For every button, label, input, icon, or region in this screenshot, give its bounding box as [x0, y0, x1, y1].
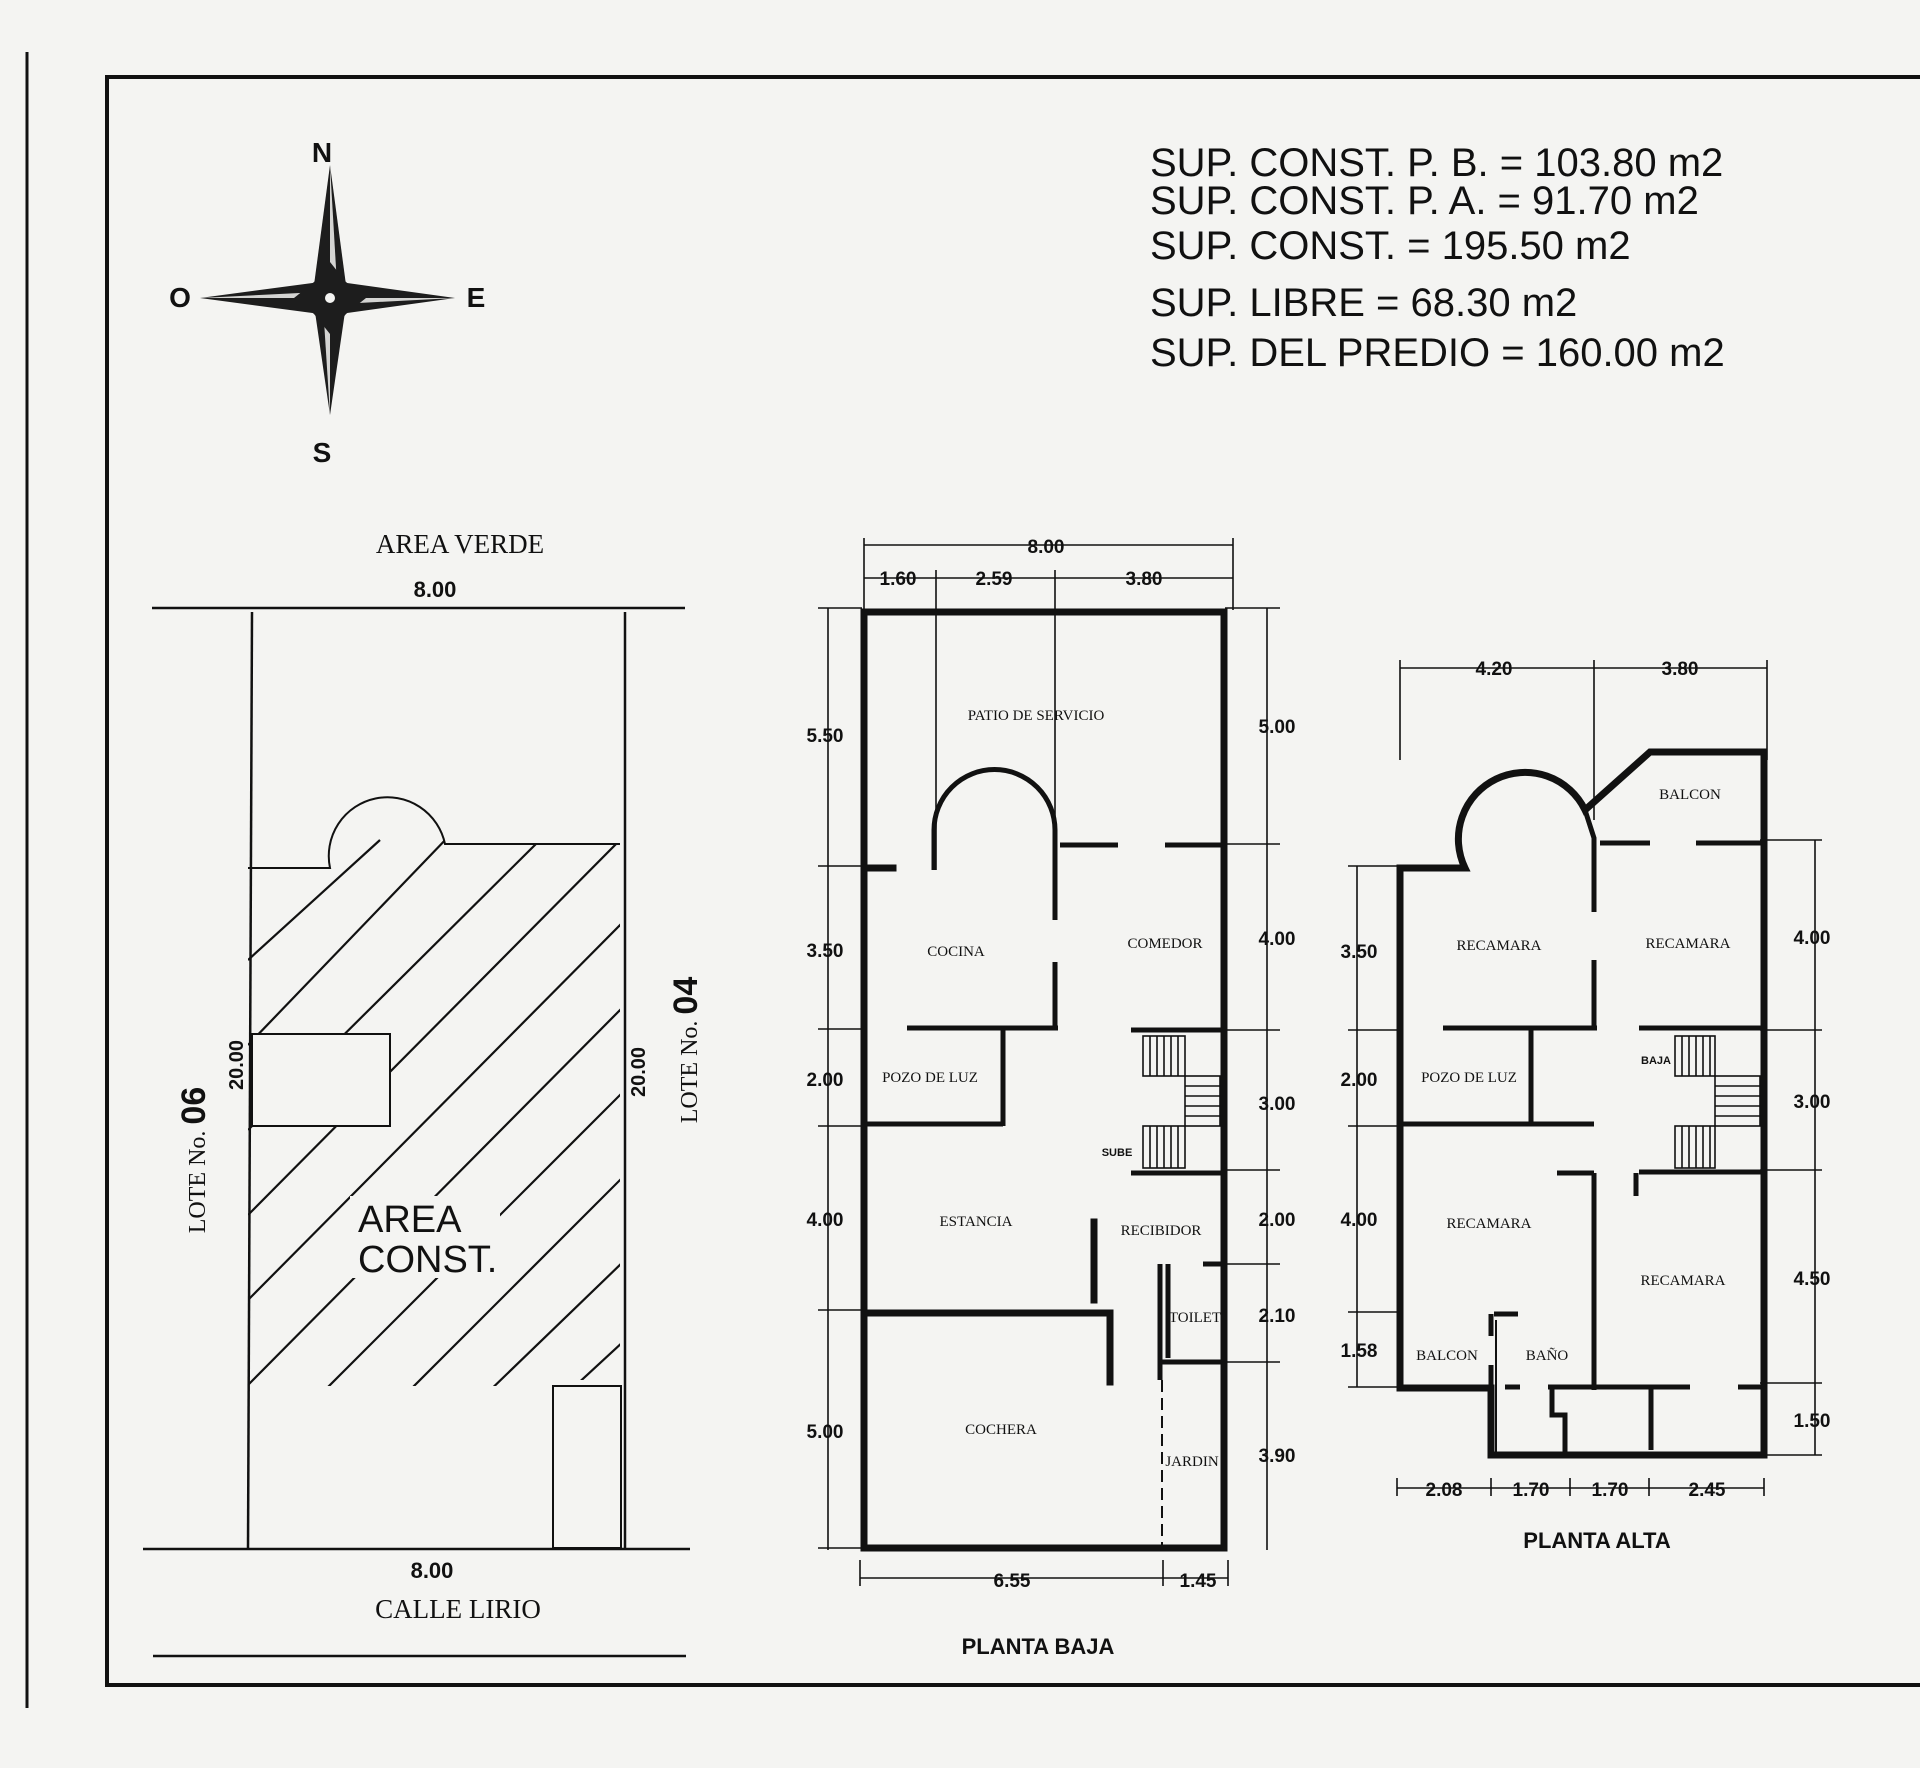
room-balcon-bottom: BALCON [1416, 1348, 1478, 1364]
room-comedor: COMEDOR [1127, 936, 1202, 952]
pa-dim-left-2: 2.00 [1341, 1070, 1378, 1091]
pb-dim-left-4: 4.00 [807, 1210, 844, 1231]
site-area-line1: AREA [358, 1199, 462, 1241]
stairs-lower [1142, 1035, 1221, 1169]
room-pozo-luz-pa: POZO DE LUZ [1421, 1070, 1517, 1086]
summary-line-total: SUP. CONST. = 195.50 m2 [1150, 224, 1631, 268]
pa-dim-bottom-c: 1.70 [1592, 1480, 1629, 1501]
room-toilet: TOILET [1169, 1310, 1221, 1326]
summary-line-pb: SUP. CONST. P. B. = 103.80 m2 [1150, 141, 1723, 185]
pb-dim-b: 2.59 [976, 569, 1013, 590]
compass-south: S [313, 437, 332, 468]
pb-dim-right-1: 5.00 [1259, 717, 1296, 738]
room-pozo-luz-pb: POZO DE LUZ [882, 1070, 978, 1086]
planta-alta-plan [1348, 660, 1822, 1496]
pa-dim-left-3: 4.00 [1341, 1210, 1378, 1231]
pb-dim-left-5: 5.00 [807, 1422, 844, 1443]
pa-dim-left-1: 3.50 [1341, 942, 1378, 963]
pa-dim-right-4: 1.50 [1794, 1411, 1831, 1432]
lot-left-label: LOTE No. 06 [175, 1087, 213, 1233]
site-bottom-label: CALLE LIRIO [375, 1594, 541, 1624]
stairs-upper [1674, 1035, 1761, 1169]
summary-line-libre: SUP. LIBRE = 68.30 m2 [1150, 281, 1577, 325]
pa-dim-left-4: 1.58 [1341, 1341, 1378, 1362]
stairs-sube-label: SUBE [1102, 1147, 1133, 1159]
planta-alta-title: PLANTA ALTA [1523, 1528, 1671, 1553]
summary-line-pa: SUP. CONST. P. A. = 91.70 m2 [1150, 179, 1699, 223]
room-recamara-3: RECAMARA [1446, 1216, 1531, 1232]
construction-hatch [248, 834, 620, 1386]
pb-dim-total: 8.00 [1028, 537, 1065, 558]
site-garden-block [552, 1385, 622, 1549]
room-bano: BAÑO [1526, 1348, 1569, 1364]
compass-east: E [467, 282, 486, 313]
room-recamara-2: RECAMARA [1645, 936, 1730, 952]
area-summary: SUP. CONST. P. B. = 103.80 m2 SUP. CONST… [1150, 141, 1725, 375]
site-depth-left: 20.00 [226, 1040, 248, 1090]
pb-dim-right-4: 2.00 [1259, 1210, 1296, 1231]
pb-dim-left-3: 2.00 [807, 1070, 844, 1091]
pa-dim-top-a: 4.20 [1476, 659, 1513, 680]
pa-dim-bottom-a: 2.08 [1426, 1480, 1463, 1501]
room-cochera: COCHERA [965, 1422, 1037, 1438]
pb-dim-c: 3.80 [1126, 569, 1163, 590]
room-recamara-4: RECAMARA [1640, 1273, 1725, 1289]
room-balcon-top: BALCON [1659, 787, 1721, 803]
pa-dim-right-3: 4.50 [1794, 1269, 1831, 1290]
site-inner-block [251, 1033, 391, 1127]
compass-north: N [312, 137, 332, 168]
pb-dim-bottom-a: 6.55 [994, 1571, 1031, 1592]
pb-dim-right-2: 4.00 [1259, 929, 1296, 950]
room-recibidor: RECIBIDOR [1121, 1223, 1202, 1239]
room-jardin: JARDIN [1165, 1454, 1219, 1470]
pb-dim-a: 1.60 [880, 569, 917, 590]
pa-dim-bottom-d: 2.45 [1689, 1480, 1726, 1501]
room-estancia: ESTANCIA [940, 1214, 1013, 1230]
compass-west: O [169, 282, 191, 313]
site-top-label: AREA VERDE [376, 529, 544, 559]
site-depth-right: 20.00 [628, 1047, 650, 1097]
lot-left-number: 06 [175, 1087, 213, 1125]
pb-dim-right-3: 3.00 [1259, 1094, 1296, 1115]
pb-dim-right-6: 3.90 [1259, 1446, 1296, 1467]
stairs-baja-label: BAJA [1641, 1055, 1671, 1067]
planta-baja-title: PLANTA BAJA [962, 1634, 1115, 1659]
pa-dim-right-1: 4.00 [1794, 928, 1831, 949]
pb-dim-bottom-b: 1.45 [1180, 1571, 1217, 1592]
compass-rose-icon [200, 165, 455, 415]
planta-baja-plan [818, 538, 1280, 1586]
lot-right-label: LOTE No. 04 [667, 977, 705, 1124]
room-cocina: COCINA [927, 944, 985, 960]
pb-dim-left-2: 3.50 [807, 941, 844, 962]
summary-line-predio: SUP. DEL PREDIO = 160.00 m2 [1150, 331, 1725, 375]
pa-dim-right-2: 3.00 [1794, 1092, 1831, 1113]
drawing-frame [105, 75, 1920, 1687]
pb-dim-left-1: 5.50 [807, 726, 844, 747]
pa-dim-top-b: 3.80 [1662, 659, 1699, 680]
pa-dim-bottom-b: 1.70 [1513, 1480, 1550, 1501]
lot-right-number: 04 [667, 977, 705, 1015]
room-recamara-1: RECAMARA [1456, 938, 1541, 954]
site-area-line2: CONST. [358, 1239, 497, 1281]
site-width-bottom: 8.00 [411, 1558, 454, 1583]
lot-right-prefix: LOTE No. [677, 1021, 703, 1124]
lot-left-prefix: LOTE No. [185, 1131, 211, 1234]
site-width-top: 8.00 [414, 577, 457, 602]
pb-dim-right-5: 2.10 [1259, 1306, 1296, 1327]
site-plan [143, 606, 690, 1658]
room-patio-servicio: PATIO DE SERVICIO [968, 708, 1105, 724]
